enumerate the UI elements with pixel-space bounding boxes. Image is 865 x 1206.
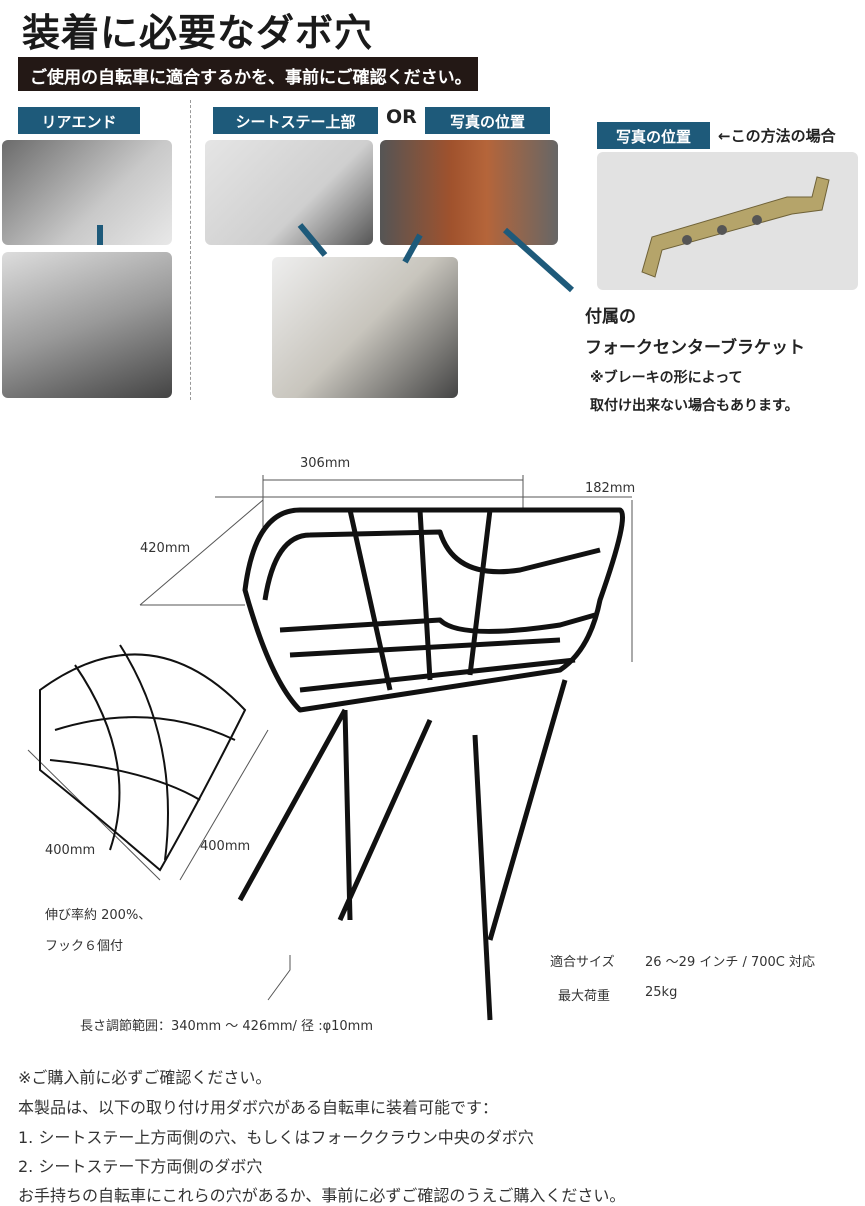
load-label: 最大荷重: [558, 989, 611, 1004]
photo-seat-stay-detail: [272, 257, 458, 398]
arrows: [97, 223, 575, 293]
bottom-text-line: お手持ちの自転車にこれらの穴があるか、事前に必ずご確認のうえご購入ください。: [18, 1186, 626, 1205]
photo-seat-stay: [205, 140, 373, 245]
basket: [237, 507, 625, 1021]
fit-label: 適合サイズ: [550, 955, 615, 970]
arrow-down: [297, 223, 328, 257]
net-height: 400mm: [200, 839, 251, 854]
photo-bracket-position: [380, 140, 558, 245]
arrow-down: [502, 227, 575, 293]
load-value: 25kg: [645, 985, 678, 1000]
cargo-net: [39, 644, 247, 872]
label-photo-position-right: 写真の位置: [597, 122, 710, 149]
bottom-text-line: 本製品は、以下の取り付け用ダボ穴がある自転車に装着可能です：: [18, 1098, 499, 1117]
divider: [190, 100, 191, 400]
bracket-name: フォークセンターブラケット: [585, 338, 805, 358]
photo-fork-bracket: [597, 152, 858, 290]
dim-length: 420mm: [140, 541, 191, 556]
bottom-text-line: ※ご購入前に必ずご確認ください。: [18, 1068, 272, 1087]
dim-depth: 182mm: [585, 481, 636, 496]
basket-diagram: [27, 475, 633, 1021]
adjust-range: 長さ調節範囲：340mm ～ 426mm/ 径 :φ10mm: [80, 1019, 374, 1034]
fit-value: 26 ～29 インチ / 700C 対応: [645, 955, 816, 970]
page-title: 装着に必要なダボ穴: [22, 11, 374, 55]
bracket-note-1: ※ブレーキの形によって: [590, 370, 743, 386]
or-text: OR: [386, 106, 417, 128]
net-stretch: 伸び率約 200%、: [45, 908, 152, 923]
net-width: 400mm: [45, 843, 96, 858]
label-rear-end: リアエンド: [18, 107, 140, 134]
net-hooks: フック６個付: [45, 939, 124, 954]
label-seat-stay-upper: シートステー上部: [213, 107, 378, 134]
bracket-included: 付属の: [585, 307, 636, 327]
arrow-down: [402, 233, 423, 264]
bracket-note-2: 取付け出来ない場合もあります。: [590, 398, 799, 414]
method-note: ←この方法の場合: [718, 127, 836, 145]
notice-bar: ご使用の自転車に適合するかを、事前にご確認ください。: [18, 57, 478, 91]
label-photo-position: 写真の位置: [425, 107, 550, 134]
bottom-text-line: 1. シートステー上方両側の穴、もしくはフォーククラウン中央のダボ穴: [18, 1128, 534, 1147]
dim-width: 306mm: [300, 456, 351, 471]
photo-rear-end: [2, 140, 172, 245]
photo-rear-end-detail: [2, 252, 172, 398]
bottom-text-line: 2. シートステー下方両側のダボ穴: [18, 1157, 263, 1176]
